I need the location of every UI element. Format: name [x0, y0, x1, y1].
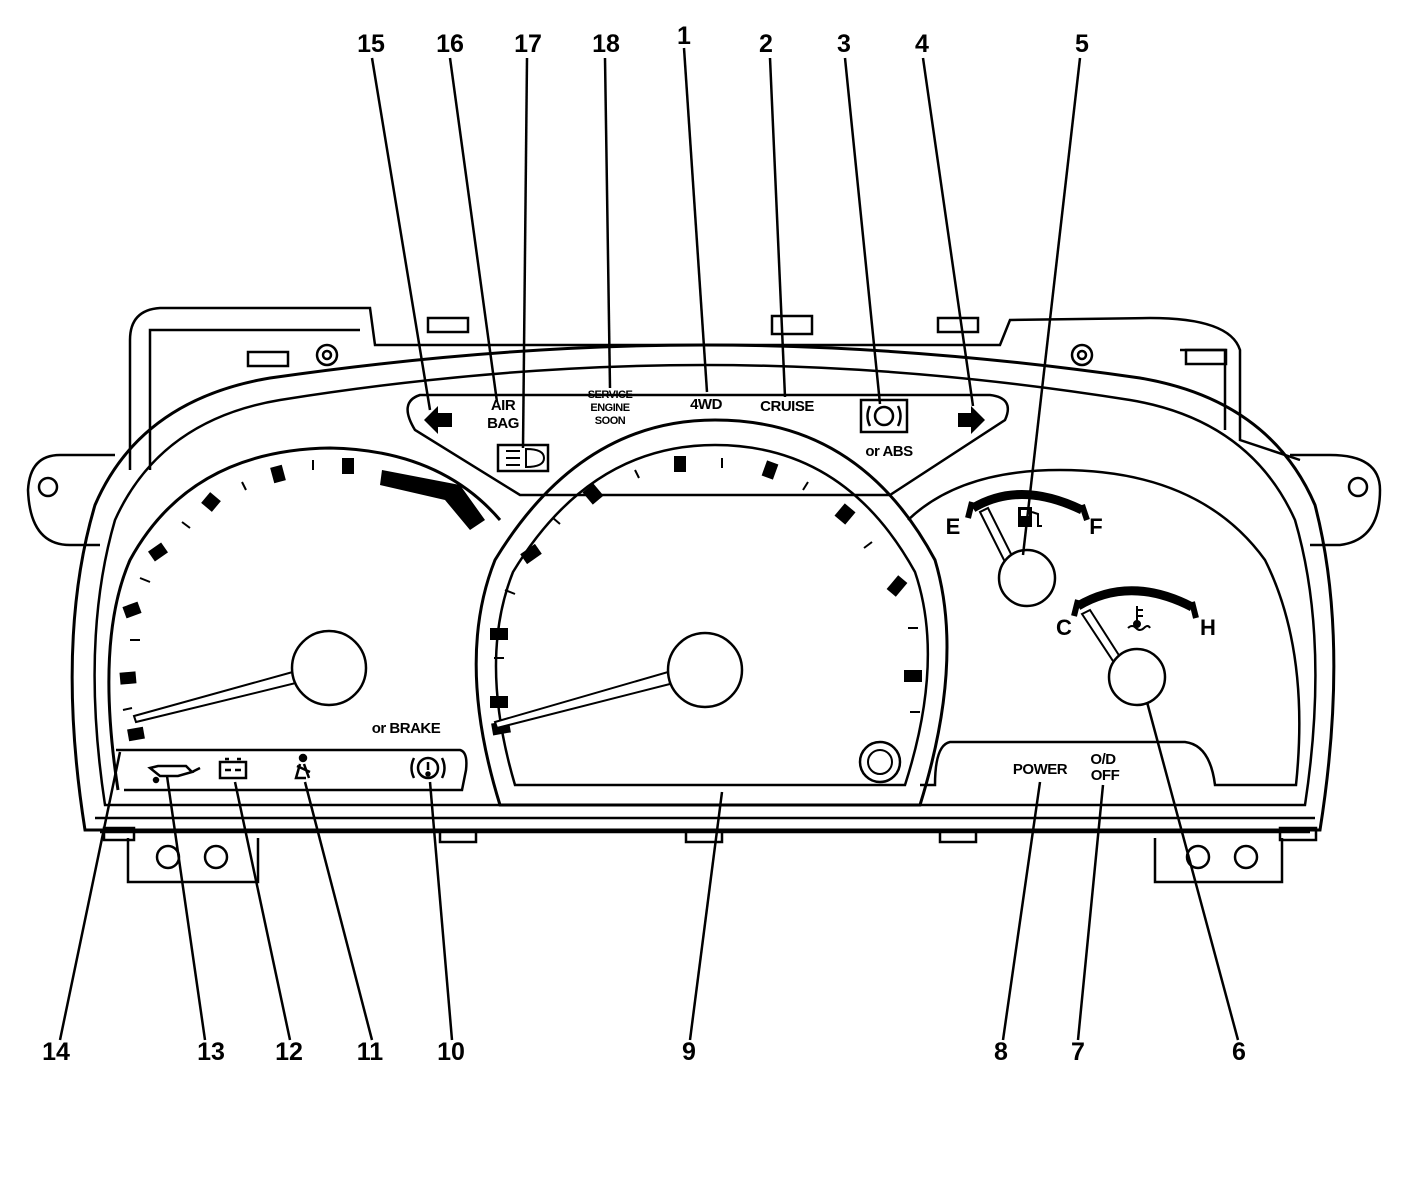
- callout-11: 11: [357, 1038, 384, 1066]
- trip-reset-button: [858, 740, 902, 784]
- four-wd-label: 4WD: [690, 396, 723, 413]
- service-engine-soon-line2: ENGINE: [590, 402, 629, 414]
- power-mode-label: POWER: [1013, 761, 1068, 778]
- right-gauge-face: [907, 468, 1301, 787]
- callout-6: 6: [1232, 1038, 1246, 1066]
- callout-13: 13: [197, 1038, 225, 1066]
- callout-3: 3: [837, 30, 851, 58]
- callout-7: 7: [1071, 1038, 1085, 1066]
- speedometer-needle: [493, 631, 744, 730]
- air-bag-label-line1: AIR: [491, 397, 516, 414]
- cluster-housing: [26, 306, 1382, 884]
- callout-numbers: 15 16 17 18 1 2 3 4 5 6 7 8 9 10 11 12 1…: [42, 22, 1246, 1066]
- fuel-full-label: F: [1089, 514, 1102, 539]
- air-bag-label-line2: BAG: [487, 415, 519, 432]
- cruise-label: CRUISE: [760, 398, 814, 415]
- right-turn-signal-icon: [958, 406, 985, 434]
- tachometer-ticks: [119, 458, 485, 742]
- callout-17: 17: [514, 30, 542, 58]
- battery-icon: [218, 757, 248, 780]
- abs-warning-icon: [859, 398, 909, 434]
- temp-cold-label: C: [1056, 615, 1072, 640]
- fuel-empty-label: E: [946, 514, 961, 539]
- callout-16: 16: [436, 30, 464, 58]
- tachometer-needle: [132, 629, 368, 724]
- temp-hot-label: H: [1200, 615, 1216, 640]
- brake-alternate-label: or BRAKE: [372, 720, 441, 737]
- callout-4: 4: [915, 30, 929, 58]
- od-off-label-line2: OFF: [1091, 767, 1120, 784]
- coolant-temperature-gauge: C H: [1056, 586, 1216, 707]
- callout-1: 1: [677, 22, 691, 50]
- leader-lines: [58, 47, 1240, 1041]
- callout-15: 15: [357, 30, 385, 58]
- callout-9: 9: [682, 1038, 696, 1066]
- callout-12: 12: [275, 1038, 303, 1066]
- tachometer: [107, 446, 502, 791]
- headlamp-high-beam-icon: [496, 443, 550, 473]
- lower-left-telltale-strip: [116, 748, 468, 792]
- speedometer-ticks: [490, 456, 922, 736]
- seat-belt-icon: [294, 753, 311, 780]
- callout-5: 5: [1075, 30, 1089, 58]
- callout-8: 8: [994, 1038, 1008, 1066]
- fuel-gauge: E F: [946, 490, 1103, 608]
- left-turn-signal-icon: [424, 406, 452, 434]
- callout-10: 10: [437, 1038, 465, 1066]
- brake-warning-icon: [410, 756, 446, 780]
- callout-14: 14: [42, 1038, 70, 1066]
- abs-alternate-label: or ABS: [865, 443, 913, 460]
- speedometer: [474, 418, 949, 807]
- fuel-pump-icon: [1018, 507, 1042, 527]
- od-off-label-line1: O/D: [1090, 751, 1116, 768]
- service-engine-soon-line3: SOON: [595, 415, 626, 427]
- callout-2: 2: [759, 30, 773, 58]
- coolant-temperature-icon: [1127, 606, 1151, 631]
- oil-pressure-icon: [147, 764, 201, 784]
- service-engine-soon-line1: SERVICE: [588, 389, 633, 401]
- callout-18: 18: [592, 30, 620, 58]
